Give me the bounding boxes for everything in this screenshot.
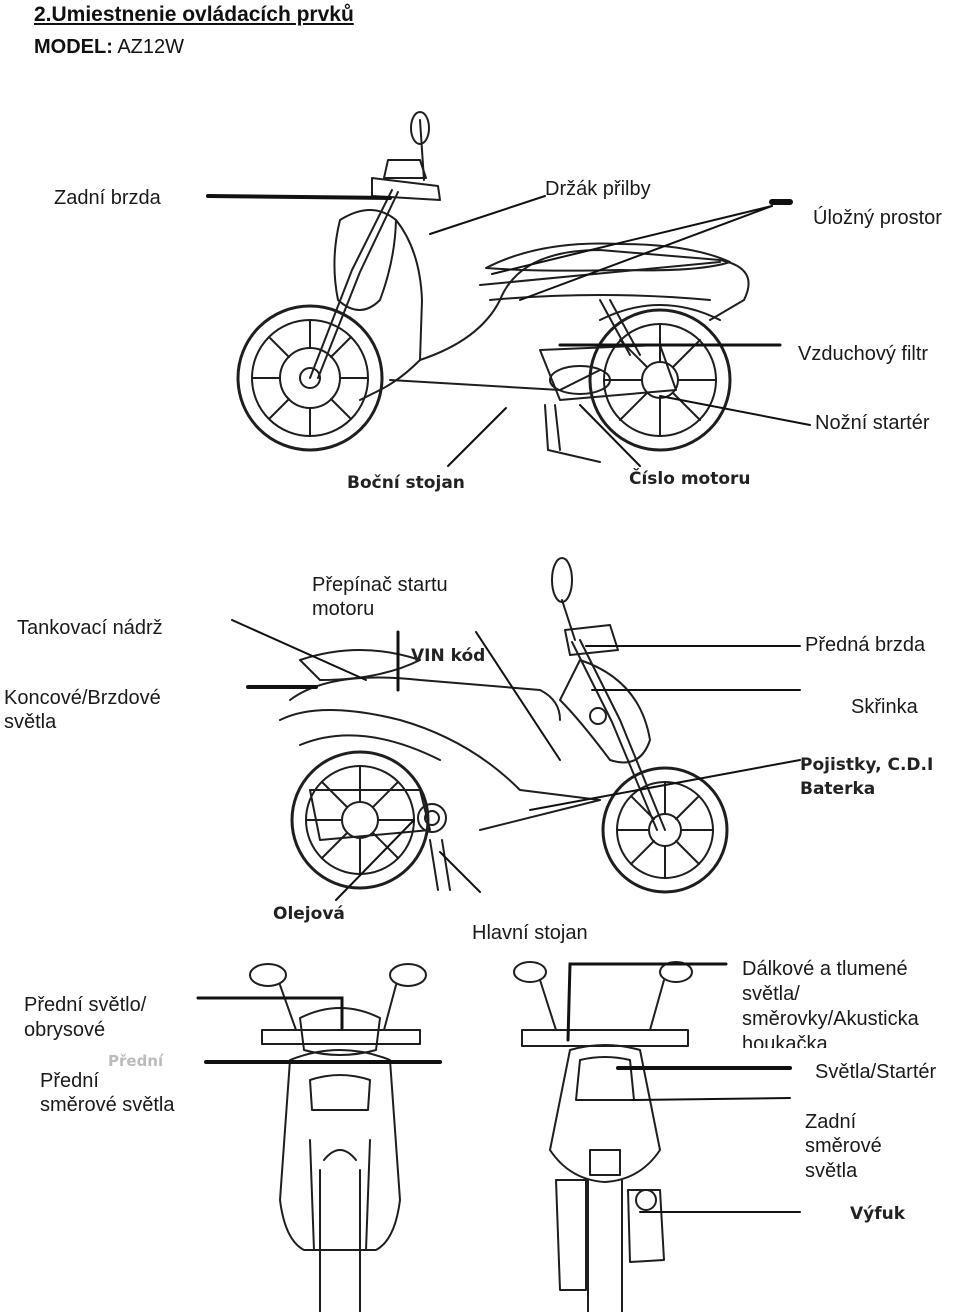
label-front-light-line1: Přední světlo/ <box>24 994 147 1016</box>
label-rear-turn-line3: světla <box>805 1160 858 1182</box>
label-tail-lights-line2: světla <box>4 711 57 733</box>
label-beam-line1: Dálkové a tlumené <box>742 958 908 980</box>
label-storage: Úložný prostor <box>813 207 942 229</box>
label-helmet-holder: Držák přilby <box>545 178 651 200</box>
leader-lines <box>196 194 811 1213</box>
label-front-light-line2: obrysové <box>24 1019 106 1041</box>
label-fuses-line1: Pojistky, C.D.I <box>800 755 934 775</box>
label-front-turn-line2: směrové světla <box>40 1094 175 1116</box>
label-main-stand: Hlavní stojan <box>472 922 588 944</box>
label-vin: VIN kód <box>411 646 486 666</box>
label-lights-starter: Světla/Startér <box>815 1061 937 1083</box>
label-fuses-line2: Baterka <box>800 779 876 799</box>
scooter-side-view-1 <box>236 111 750 463</box>
scooter-rear-view <box>513 961 693 1312</box>
label-rear-turn-line2: směrové <box>805 1135 882 1157</box>
scooter-side-view-2 <box>279 557 729 894</box>
label-beam-line2: světla/ <box>742 983 800 1005</box>
label-tail-lights-line1: Koncové/Brzdové <box>4 687 161 709</box>
label-rear-brake: Zadní brzda <box>54 187 161 209</box>
label-front-brake: Předná brzda <box>805 634 926 656</box>
model-value: AZ12W <box>117 36 185 58</box>
label-exhaust: Výfuk <box>850 1204 906 1224</box>
label-kick-starter: Nožní startér <box>815 412 930 434</box>
label-beam-line3: směrovky/Akusticka <box>742 1008 919 1030</box>
scooter-front-view <box>249 963 427 1312</box>
page-title: 2.Umiestnenie ovládacích prvků <box>34 3 354 26</box>
label-fuel-tank: Tankovací nádrž <box>17 617 163 639</box>
label-front-faded: Přední <box>108 1052 164 1070</box>
label-side-stand: Boční stojan <box>347 473 465 493</box>
label-rear-turn-line1: Zadní <box>805 1111 857 1133</box>
label-engine-number: Číslo motoru <box>629 469 751 489</box>
label-beam-line4: houkačka <box>742 1033 828 1048</box>
label-oil: Olejová <box>273 904 345 924</box>
model-line: MODEL: AZ12W <box>34 36 184 59</box>
model-key: MODEL: <box>34 36 113 58</box>
label-box: Skřinka <box>851 696 918 718</box>
label-front-turn-line1: Přední <box>40 1070 99 1092</box>
label-start-switch-line2: motoru <box>312 598 375 620</box>
label-air-filter: Vzduchový filtr <box>798 343 929 365</box>
label-start-switch-line1: Přepínač startu <box>312 574 448 596</box>
